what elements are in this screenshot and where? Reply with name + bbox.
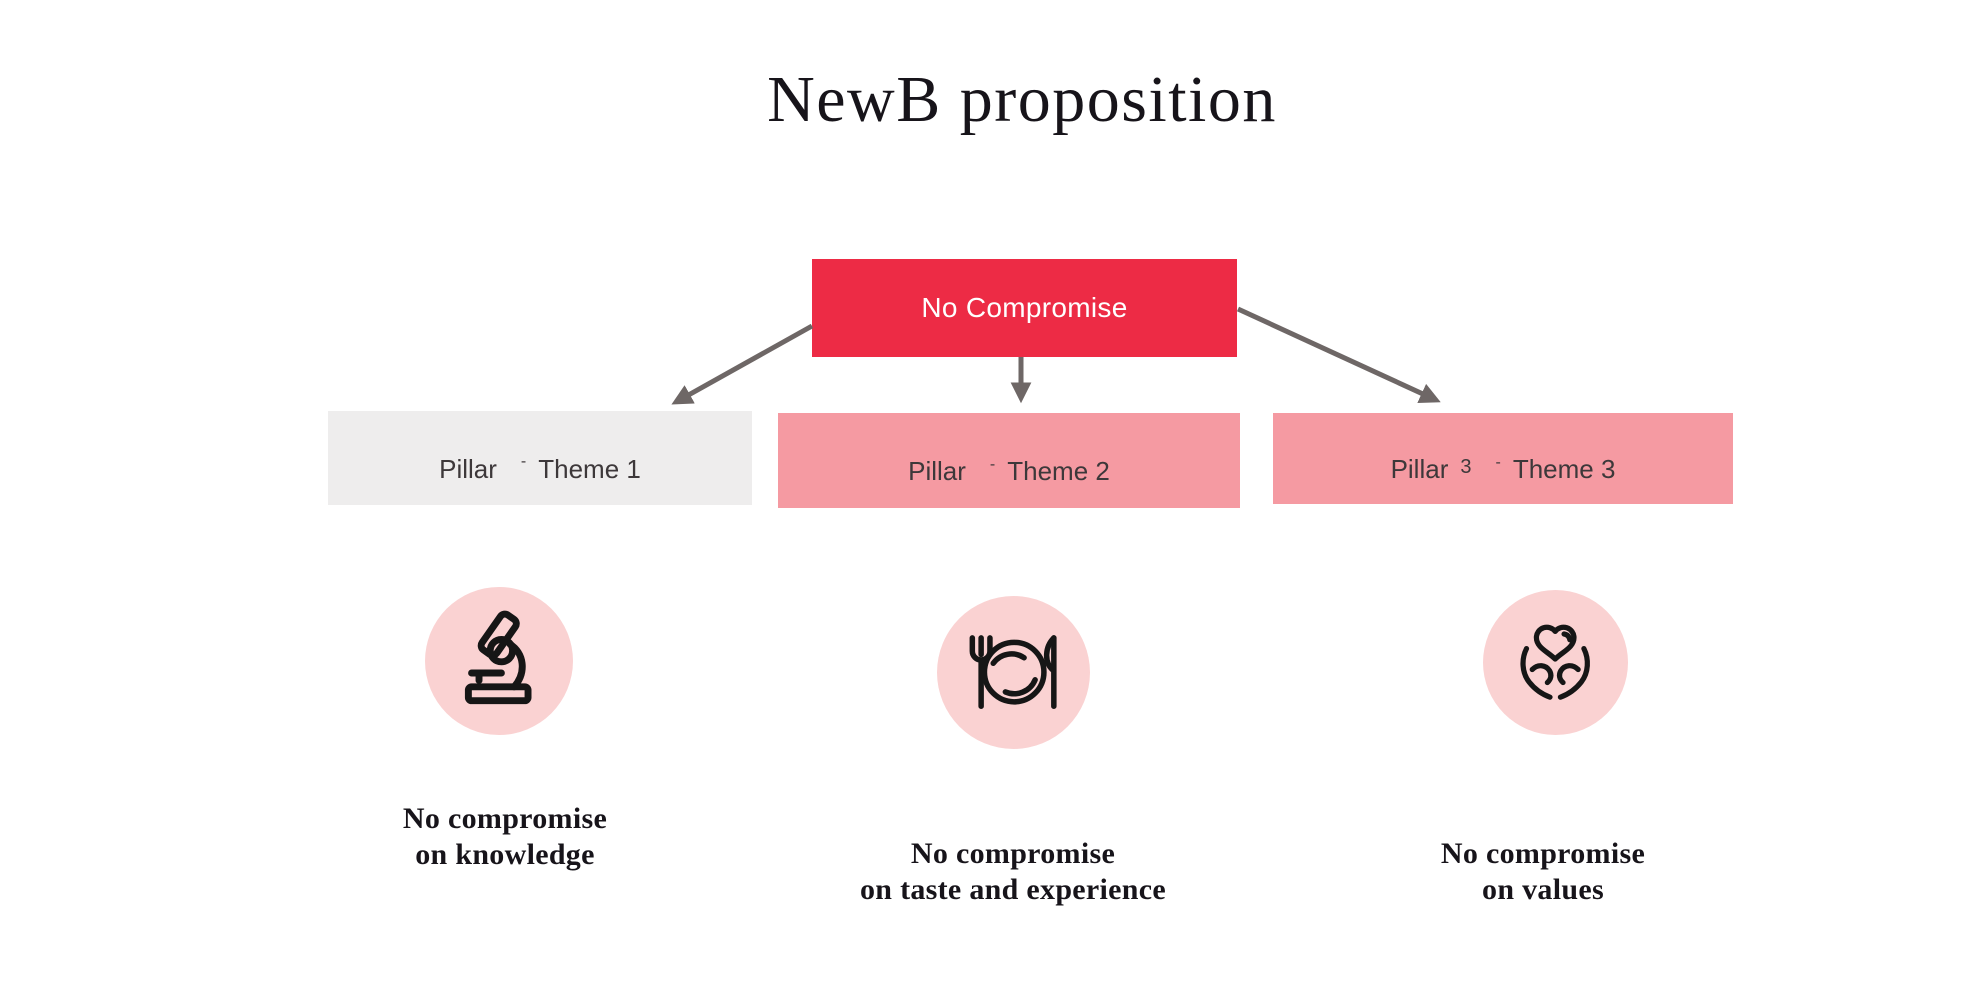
pillar-box-theme-1: Pillar - Theme 1 (328, 411, 752, 505)
value-label-line1: No compromise (1440, 837, 1646, 870)
value-label-values: No compromise on values (1323, 836, 1763, 908)
pillar-2-theme: Theme 2 (1007, 456, 1110, 486)
root-node-label: No Compromise (921, 292, 1128, 323)
values-icon-circle (1483, 590, 1628, 735)
value-label-knowledge: No compromise on knowledge (285, 801, 725, 873)
pillar-3-separator: - (1495, 453, 1501, 471)
pillar-1-theme: Theme 1 (538, 453, 641, 484)
value-label-line2: on values (1482, 873, 1604, 906)
knowledge-icon-circle (425, 587, 573, 735)
pillar-1-prefix: Pillar (439, 453, 497, 484)
arrow-to-pillar-3 (1236, 306, 1441, 403)
arrow-to-pillar-1 (671, 323, 814, 405)
plate-and-cutlery-icon (969, 635, 1058, 710)
page-title: NewB proposition (767, 63, 1277, 136)
value-label-taste-experience: No compromise on taste and experience (793, 836, 1233, 908)
pillar-3-number: 3 (1460, 456, 1472, 478)
pillar-box-theme-2: Pillar - Theme 2 (778, 413, 1240, 508)
hands-holding-heart-icon (1520, 624, 1591, 701)
taste-icon-circle (937, 596, 1090, 749)
value-label-line1: No compromise (910, 837, 1116, 870)
value-label-line2: on taste and experience (859, 873, 1167, 906)
pillar-3-theme: Theme 3 (1512, 454, 1616, 484)
pillar-1-separator: - (520, 453, 527, 470)
pillar-3-prefix: Pillar (1390, 454, 1449, 484)
root-node-box: No Compromise (812, 259, 1237, 357)
microscope-icon (464, 610, 532, 704)
value-label-line1: No compromise (402, 802, 608, 835)
value-label-line2: on knowledge (415, 838, 595, 871)
pillar-2-separator: - (989, 455, 996, 473)
pillar-2-prefix: Pillar (908, 456, 966, 486)
pillar-box-theme-3: Pillar 3 - Theme 3 (1273, 413, 1733, 504)
